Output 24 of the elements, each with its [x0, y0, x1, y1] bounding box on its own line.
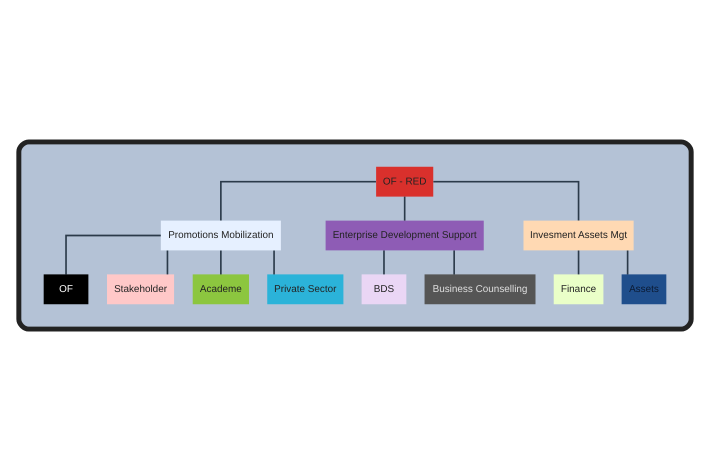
node-box: Enterprise Development Support [326, 220, 484, 250]
connector [273, 250, 275, 274]
node-box: Invesment Assets Mgt [524, 220, 634, 250]
connector [65, 234, 161, 274]
connector [433, 180, 580, 220]
connector [220, 250, 222, 274]
node-box: Business Counselling [424, 274, 536, 304]
connector [453, 250, 455, 274]
cluster [16, 139, 694, 332]
node-box: Private Sector [267, 274, 344, 304]
connector [220, 180, 376, 220]
node-box: Promotions Mobilization [160, 220, 281, 250]
node-box: Academe [192, 274, 250, 304]
node-box: Finance [554, 274, 604, 304]
connector [626, 250, 628, 274]
node-box: Stakeholder [107, 274, 174, 304]
node-box: OF - RED [376, 166, 434, 197]
node-box: OF [44, 274, 88, 304]
node-box: BDS [362, 274, 406, 304]
connector [166, 250, 168, 274]
connector [383, 250, 385, 274]
node-box: Assets [622, 274, 666, 304]
connector [578, 250, 580, 274]
connector [404, 196, 406, 221]
